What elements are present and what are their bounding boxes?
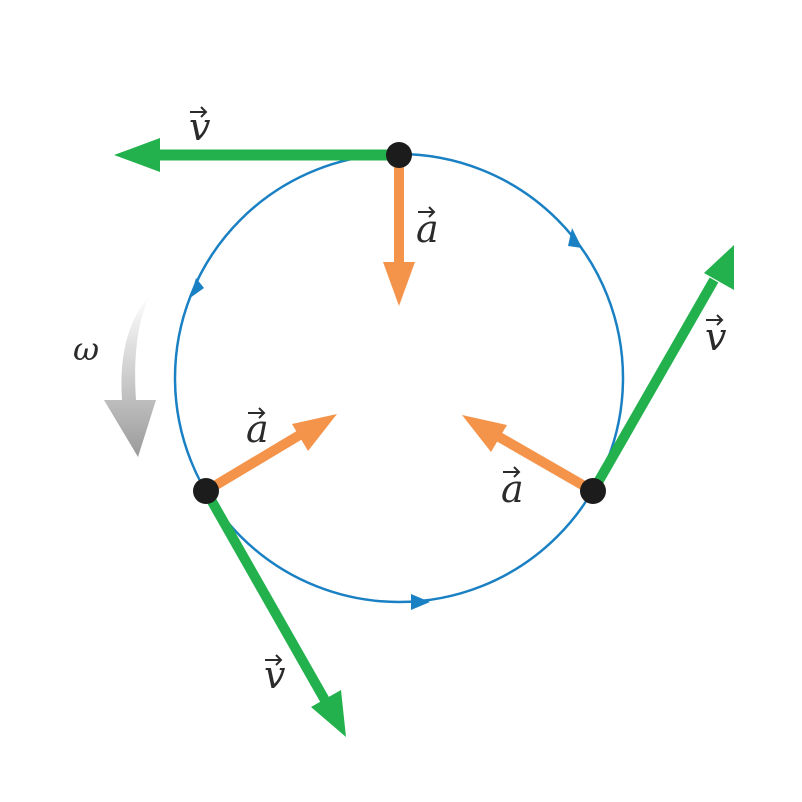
velocity-label-top: v xyxy=(189,105,211,149)
angular-velocity-arrow xyxy=(104,295,156,457)
velocity-arrow-top xyxy=(114,138,399,172)
acceleration-arrow-lower-left xyxy=(203,414,337,496)
velocity-arrow-lower-right xyxy=(588,245,734,494)
acceleration-arrow-lower-right xyxy=(462,415,596,496)
path-direction-arrow-left xyxy=(190,278,204,298)
acceleration-label-top: a xyxy=(416,207,439,251)
path-direction-arrow-bottom xyxy=(411,594,430,610)
angular-velocity-label: ω xyxy=(73,330,99,368)
vector-overarrows xyxy=(190,106,724,666)
acceleration-label-lower-left: a xyxy=(246,407,269,451)
particle-lower-right xyxy=(580,478,606,504)
velocity-label-lower-right: v xyxy=(705,315,727,359)
velocity-label-lower-left: v xyxy=(264,653,286,697)
path-direction-arrow-right xyxy=(568,228,582,248)
velocity-arrow-lower-left xyxy=(201,488,346,737)
acceleration-label-lower-right: a xyxy=(501,467,524,511)
particle-top xyxy=(386,142,412,168)
particle-lower-left xyxy=(193,478,219,504)
acceleration-arrow-top xyxy=(383,155,415,306)
